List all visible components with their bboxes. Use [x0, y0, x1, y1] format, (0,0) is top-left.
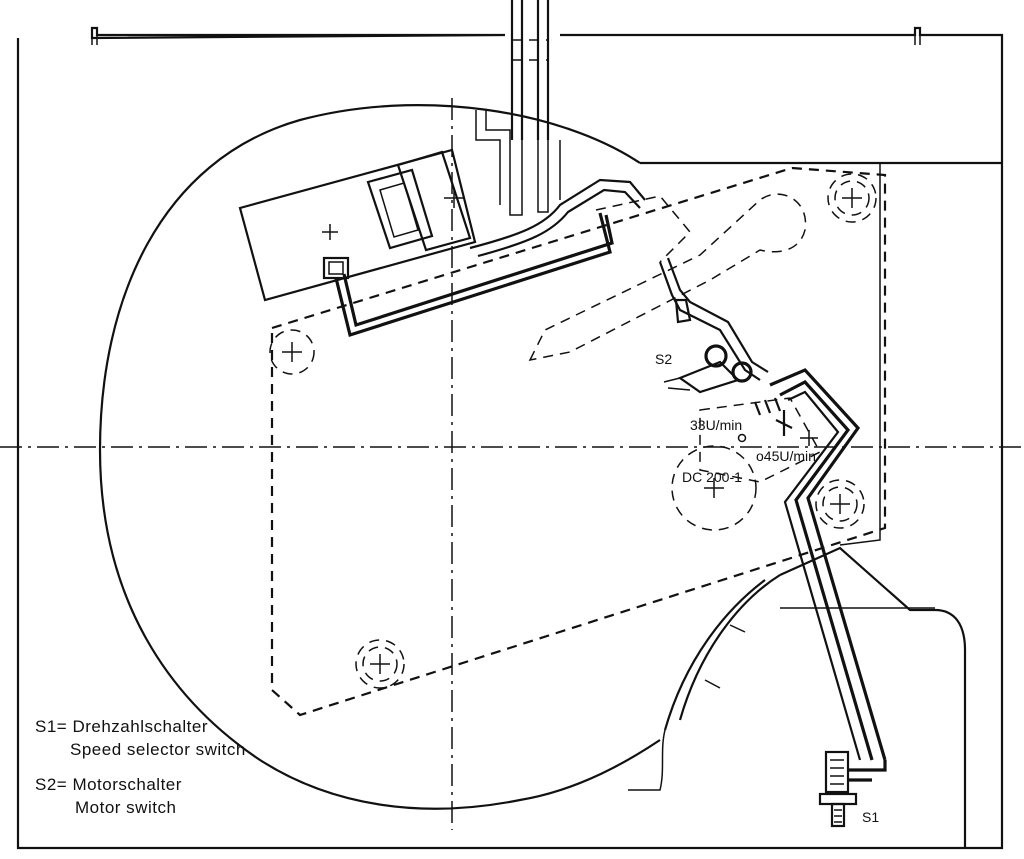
s1-label: S1: [862, 809, 879, 825]
speed-45-label: o45U/min: [756, 448, 816, 464]
platter: [98, 104, 1002, 810]
speed-33-label: 33U/min: [690, 417, 742, 433]
tonearm-rest: [528, 193, 807, 362]
legend-s2-line2: Motor switch: [75, 798, 176, 817]
pickup-wiring: [334, 178, 692, 338]
chassis-outline: [16, 26, 1004, 850]
center-axes: [0, 98, 1024, 830]
sub-chassis-plate: [270, 166, 887, 717]
motor-label: DC 200-1: [682, 469, 742, 485]
speed-selector-block: [699, 397, 822, 483]
speed-switch-s1: [818, 750, 887, 828]
motor-switch-s2: [663, 344, 753, 394]
mounting-screws: [269, 173, 877, 689]
lower-track: [628, 546, 967, 848]
s2-label: S2: [655, 351, 672, 367]
legend: S1= Drehzahlschalter Speed selector swit…: [35, 717, 246, 817]
legend-s2-line1: S2= Motorschalter: [35, 775, 182, 794]
legend-s1-line1: S1= Drehzahlschalter: [35, 717, 208, 736]
pickup-block: [238, 148, 477, 302]
legend-s1-line2: Speed selector switch: [70, 740, 246, 759]
dc-motor: [671, 445, 757, 531]
top-shaft: [475, 0, 561, 216]
switch-wiring: [658, 257, 887, 761]
